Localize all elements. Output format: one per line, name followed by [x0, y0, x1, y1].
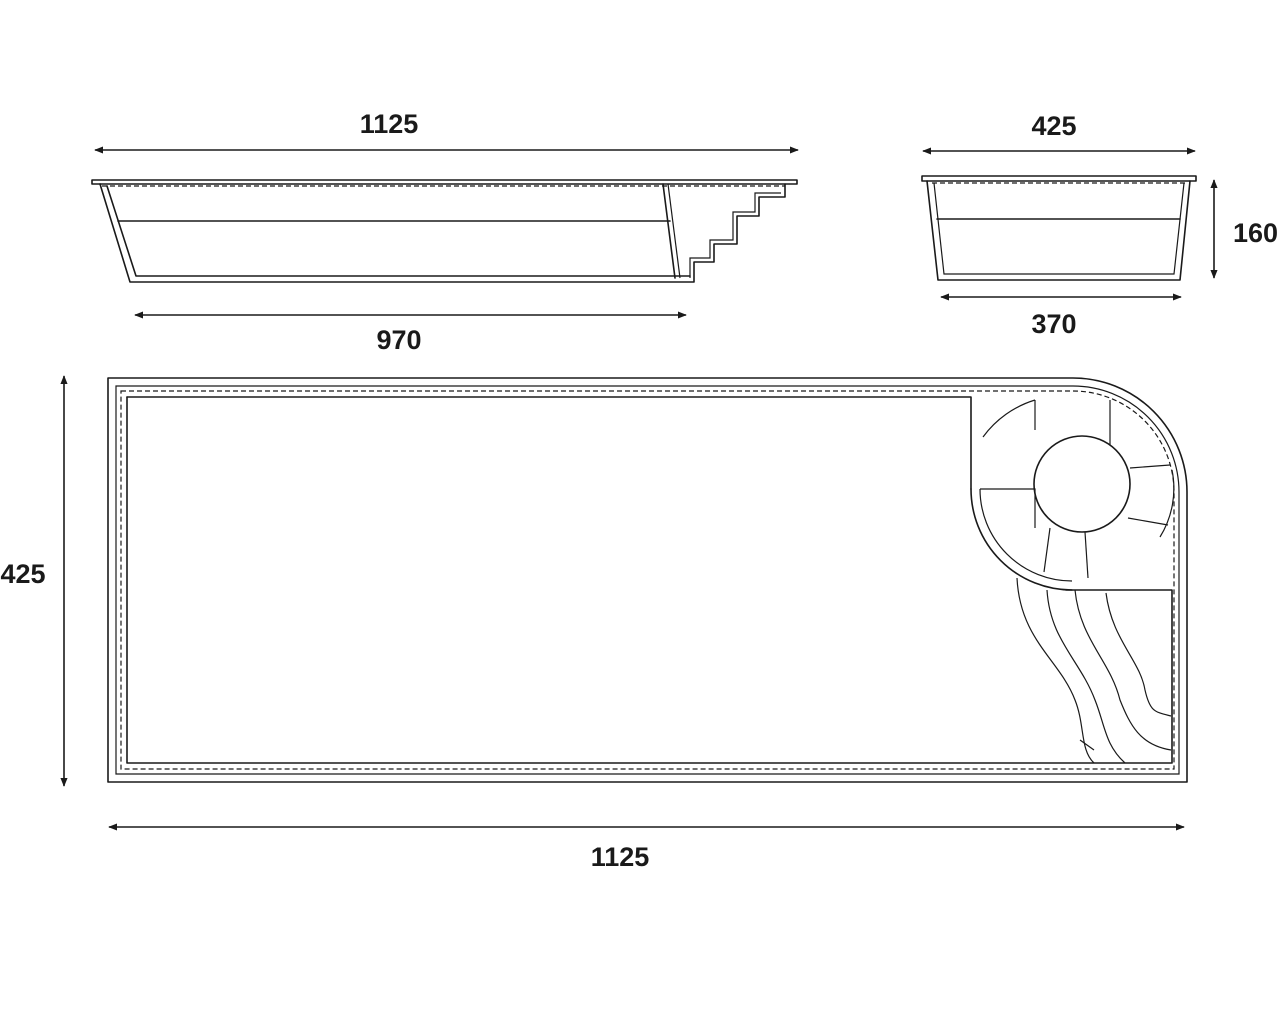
end-bottom-width-label: 370: [1031, 309, 1076, 339]
side-profile: [91, 179, 798, 283]
end-view: 425 160 370: [921, 111, 1278, 339]
circular-stairs: [970, 399, 1175, 591]
plan-height-label: 425: [0, 559, 45, 589]
plan-width-label: 1125: [591, 842, 650, 872]
plan-outline: [107, 377, 1188, 783]
end-depth-label: 160: [1233, 218, 1278, 248]
curved-steps: [1016, 577, 1173, 764]
side-bottom-width-label: 970: [376, 325, 421, 355]
plan-view: 425: [0, 375, 1188, 872]
side-top-width-label: 1125: [360, 109, 419, 139]
end-profile: [921, 175, 1197, 281]
end-top-width-label: 425: [1031, 111, 1076, 141]
side-view: 1125 970: [91, 109, 799, 355]
